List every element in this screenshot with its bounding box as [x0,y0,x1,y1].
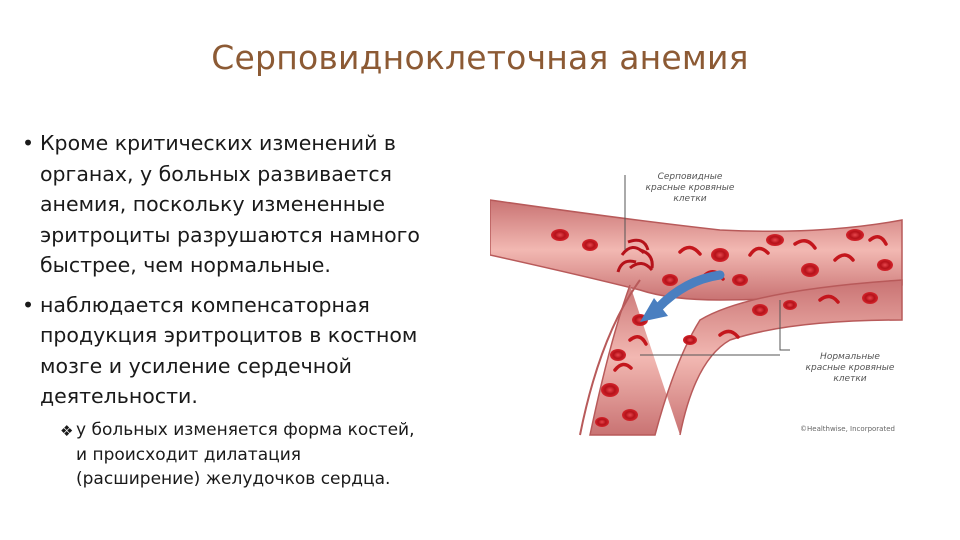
sickle-cells [613,235,888,372]
sub-bullet-line: (расширение) желудочков сердца. [76,469,391,489]
leader-line-normal [779,300,790,351]
flow-arrow [653,270,725,313]
bullet-line: быстрее, чем нормальные. [40,253,331,277]
vessel-drawing [490,175,903,436]
bullet-line: деятельности. [40,384,198,408]
blood-vessel-illustration: Серповидные красные кровяные клетки Норм… [490,160,910,445]
sub-bullet-line: у больных изменяется форма костей, [76,420,415,440]
bullet-marker: • [22,292,35,317]
vessel-lower [589,279,903,436]
bullet-line: анемия, поскольку измененные [40,192,386,216]
normal-red-cells [551,229,893,427]
arrow-head [640,298,668,322]
bullet-line: Кроме критических изменений в [40,131,396,155]
bullet-line: эритроциты разрушаются намного [40,222,420,247]
sickle-cell-cluster [616,238,654,273]
sub-bullet-line: и происходит дилатация [76,444,301,465]
bullet-item-1: • Кроме критических изменений в органах,… [20,128,470,281]
bullet-list: • Кроме критических изменений в органах,… [20,128,470,421]
bullet-marker: • [22,131,35,155]
normal-cells-label: Нормальные красные кровяные клетки [805,352,895,384]
sub-bullet: ❖ у больных изменяется форма костей, и п… [60,418,470,492]
bullet-line: продукция эритроцитов в костном [40,323,418,347]
sickle-cells-label: Серповидные красные кровяные клетки [645,172,735,204]
bullet-line: органах, у больных развивается [40,161,392,186]
slide-title: Серповидноклеточная анемия [211,38,749,77]
bullet-line: наблюдается компенсаторная [40,292,370,317]
bullet-line: мозге и усиление сердечной [40,353,353,378]
bullet-item-2: • наблюдается компенсаторная продукция э… [20,290,470,412]
copyright-text: ©Healthwise, Incorporated [800,425,895,433]
diamond-bullet-icon: ❖ [60,422,74,440]
